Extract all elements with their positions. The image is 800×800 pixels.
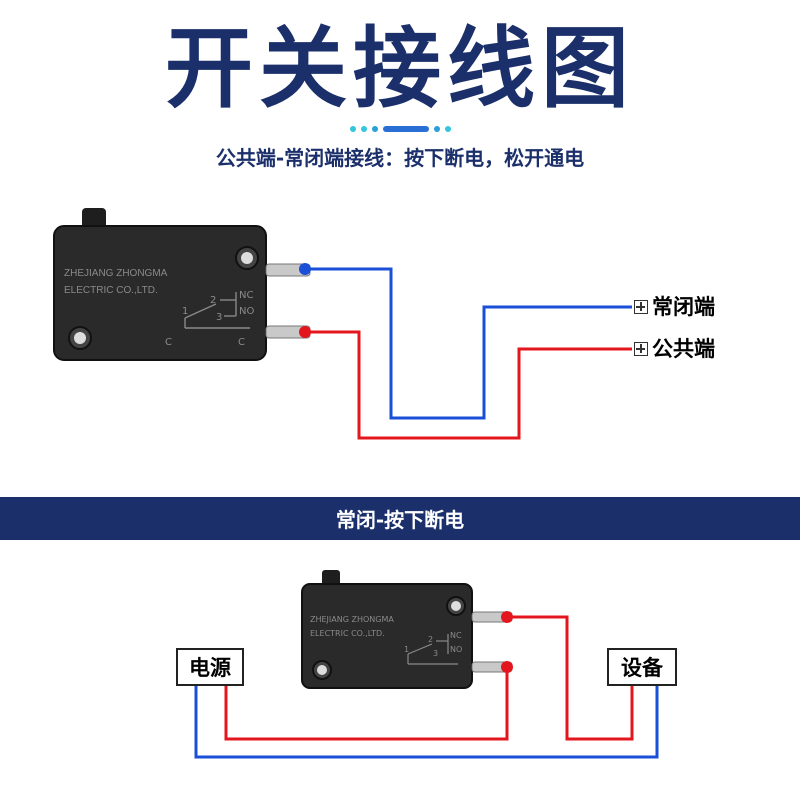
switch-brand-line1: ZHEJIANG ZHONGMA: [64, 268, 168, 279]
pin-no-label: NO: [450, 645, 462, 654]
device-box: 设备: [607, 648, 677, 686]
terminal-block-icon: [634, 342, 648, 356]
pin-nc-label: NC: [239, 290, 253, 301]
wire-red-switch-device: [507, 615, 634, 741]
switch-brand-line2: ELECTRIC CO.,LTD.: [64, 285, 158, 296]
pin-nc-label: NC: [450, 631, 462, 640]
terminal-label-nc: 常闭端: [634, 295, 715, 319]
solder-point-blue: [299, 263, 311, 275]
page-subtitle: 公共端-常闭端接线：按下断电，松开通电: [215, 146, 585, 170]
device-label: 设备: [621, 656, 663, 680]
terminal-com-text: 公共端: [652, 337, 715, 361]
divider-dot: [371, 126, 378, 132]
wire-red-power-switch: [224, 667, 509, 741]
pin-c-label: C: [238, 337, 245, 348]
pin-no-label: NO: [239, 306, 254, 317]
title-divider: [0, 126, 800, 132]
page-title: 开关接线图: [164, 17, 635, 120]
microswitch-top: ZHEJIANG ZHONGMA ELECTRIC CO.,LTD. 1 2 3…: [53, 208, 311, 361]
pin-3-label: 3: [216, 312, 222, 323]
switch-body: [301, 583, 473, 689]
solder-point-red: [299, 326, 311, 338]
wire-red-com: [305, 330, 632, 440]
pin-2-label: 2: [210, 295, 216, 306]
pin-1-label: 1: [182, 306, 188, 317]
wiring-top: [299, 263, 632, 440]
switch-body: [54, 226, 266, 360]
wire-blue-nc: [305, 267, 632, 420]
divider-dot: [360, 126, 367, 132]
pin-2-label: 2: [428, 635, 433, 644]
section-band-label: 常闭-按下断电: [335, 508, 465, 532]
wire-blue-power-device: [194, 686, 659, 759]
pin-c-label: C: [165, 337, 172, 348]
terminal-label-com: 公共端: [634, 337, 715, 361]
solder-point-red: [501, 661, 513, 673]
section-band: 常闭-按下断电: [0, 497, 800, 540]
switch-brand-line2: ELECTRIC CO.,LTD.: [310, 629, 385, 638]
power-source-box: 电源: [176, 648, 244, 686]
switch-schematic: [407, 634, 458, 665]
terminal-nc-text: 常闭端: [652, 295, 715, 319]
divider-dot: [444, 126, 451, 132]
divider-dot: [433, 126, 440, 132]
power-source-label: 电源: [189, 656, 231, 680]
pin-1-label: 1: [404, 645, 409, 654]
switch-schematic: [184, 292, 250, 329]
divider-bar: [382, 126, 429, 132]
terminal-block-icon: [634, 300, 648, 314]
solder-point-red: [501, 611, 513, 623]
pin-3-label: 3: [433, 649, 438, 658]
divider-dot: [349, 126, 356, 132]
switch-brand-line1: ZHEJIANG ZHONGMA: [310, 615, 394, 624]
